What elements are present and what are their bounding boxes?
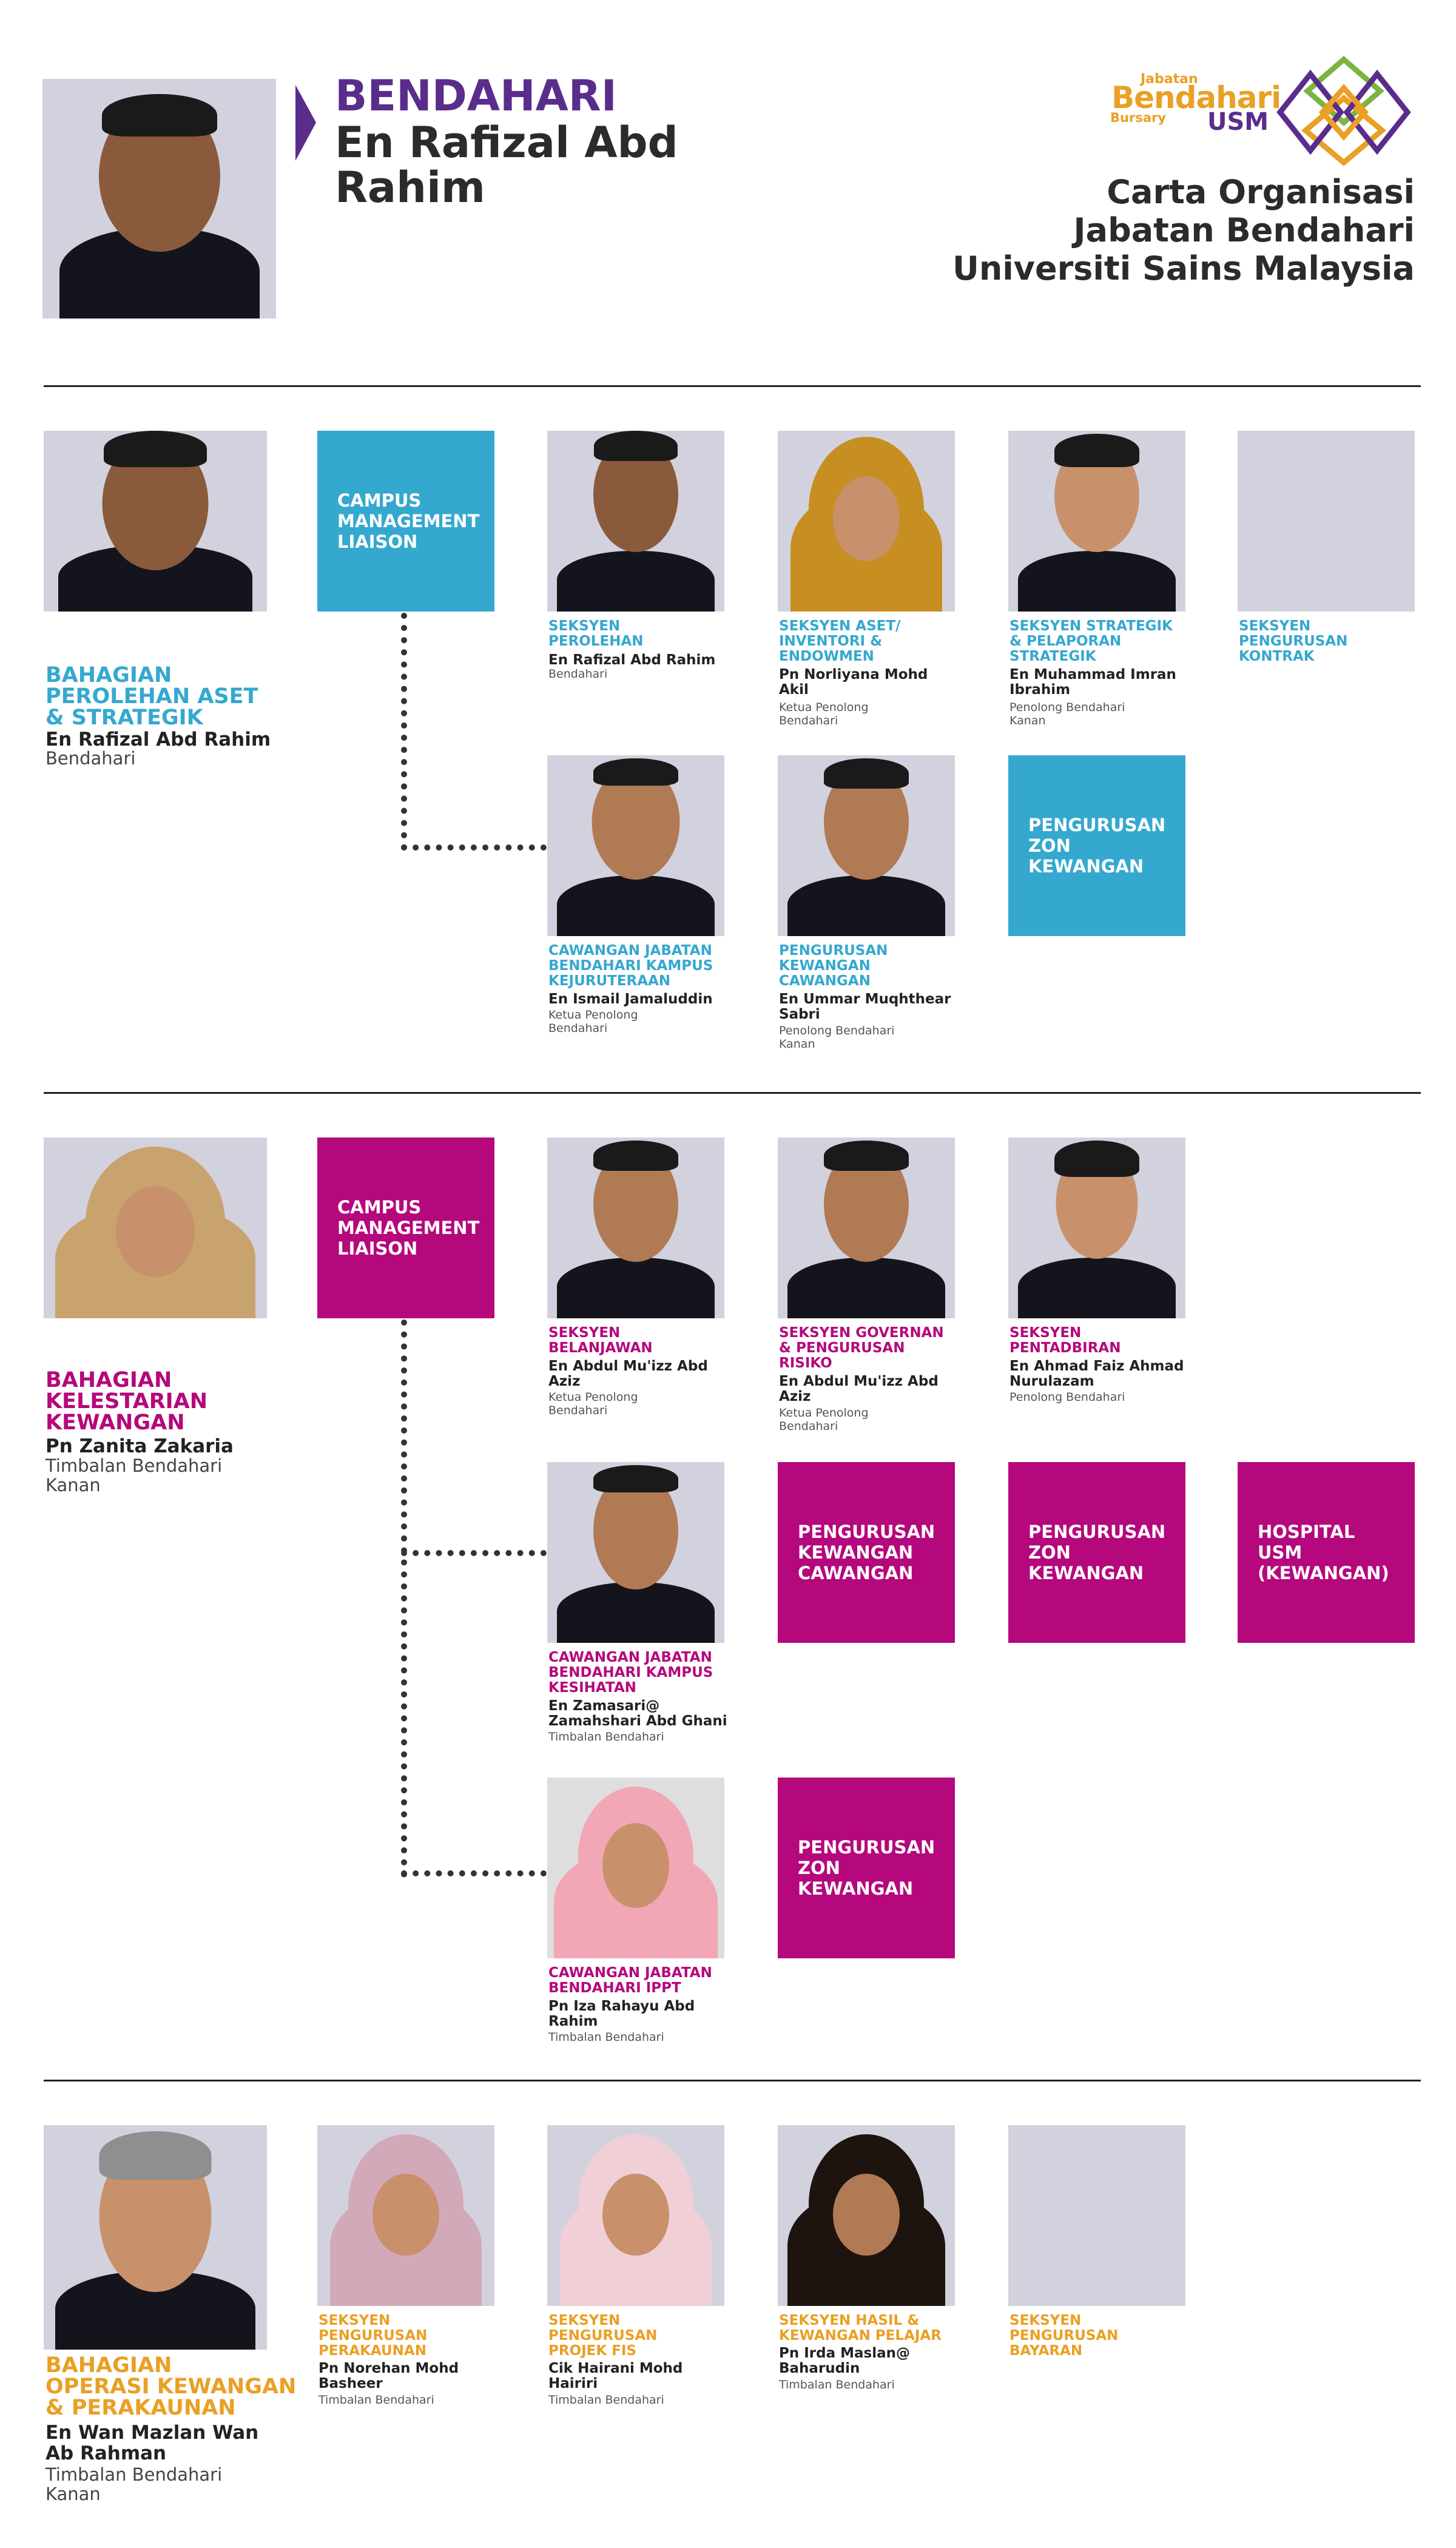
unit-seksyen-bayaran-title: SEKSYEN PENGURUSAN BAYARAN <box>1009 2313 1119 2359</box>
unit-seksyen-aset-name: Pn Norliyana Mohd Akil <box>779 667 928 698</box>
section1-title: BAHAGIAN PEROLEHAN ASET & STRATEGIK <box>46 663 258 730</box>
portrait-placeholder-bayaran <box>1008 2125 1185 2306</box>
unit-seksyen-belanjawan-role: Ketua Penolong Bendahari <box>548 1390 638 1417</box>
unit-seksyen-hasil-name: Pn Irda Maslan@ Baharudin <box>779 2345 911 2376</box>
unit-seksyen-aset-role: Ketua Penolong Bendahari <box>779 701 869 727</box>
logo-usm: USM <box>1207 108 1269 136</box>
divider-top <box>44 385 1421 387</box>
unit-pengurusan-kewangan-cawangan-role: Penolong Bendahari Kanan <box>779 1024 895 1051</box>
section2-box-zon-kewangan: PENGURUSAN ZON KEWANGAN <box>1008 1462 1185 1643</box>
divider-section1 <box>44 1092 1421 1094</box>
unit-seksyen-projek-fis-name: Cik Hairani Mohd Hairiri <box>548 2361 683 2391</box>
portrait-seksyen-governan <box>778 1138 955 1318</box>
unit-seksyen-belanjawan-title: SEKSYEN BELANJAWAN <box>548 1325 653 1356</box>
section1-head-name: En Rafizal Abd Rahim <box>46 729 271 750</box>
unit-seksyen-kontrak-title: SEKSYEN PENGURUSAN KONTRAK <box>1239 618 1348 664</box>
portrait-pengurusan-kewangan-cawangan <box>778 755 955 936</box>
portrait-head-operasi <box>44 2125 267 2350</box>
section2-connector-h1 <box>401 1550 547 1556</box>
portrait-seksyen-perakaunan <box>317 2125 494 2306</box>
unit-pengurusan-kewangan-cawangan-name: En Ummar Muqhthear Sabri <box>779 991 951 1022</box>
unit-seksyen-strategik-name: En Muhammad Imran Ibrahim <box>1009 667 1176 698</box>
unit-cawangan-ippt-role: Timbalan Bendahari <box>548 2031 664 2044</box>
logo-bendahari: Bendahari <box>1111 80 1281 115</box>
section1-liaison-box: CAMPUS MANAGEMENT LIAISON <box>317 431 494 612</box>
unit-seksyen-belanjawan-name: En Abdul Mu'izz Abd Aziz <box>548 1358 708 1389</box>
unit-seksyen-projek-fis-title: SEKSYEN PENGURUSAN PROJEK FIS <box>548 2313 658 2359</box>
section1-head-role: Bendahari <box>46 748 136 769</box>
portrait-seksyen-projek-fis <box>547 2125 724 2306</box>
section1-zon-box: PENGURUSAN ZON KEWANGAN <box>1008 755 1185 936</box>
section2-head-role: Timbalan Bendahari Kanan <box>46 1455 223 1495</box>
document-title: Carta Organisasi Jabatan Bendahari Unive… <box>952 173 1415 288</box>
bendahari-name: En Rafizal Abd Rahim <box>335 118 678 212</box>
portrait-seksyen-pentadbiran <box>1008 1138 1185 1318</box>
portrait-seksyen-hasil <box>778 2125 955 2306</box>
portrait-head-kelestarian <box>44 1138 267 1318</box>
unit-cawangan-kejuruteraan-role: Ketua Penolong Bendahari <box>548 1008 638 1035</box>
section2-connector-h2 <box>401 1870 547 1876</box>
unit-seksyen-pentadbiran-title: SEKSYEN PENTADBIRAN <box>1009 1325 1121 1356</box>
portrait-seksyen-perolehan <box>547 431 724 612</box>
unit-seksyen-strategik-title: SEKSYEN STRATEGIK & PELAPORAN STRATEGIK <box>1009 618 1173 664</box>
portrait-placeholder-kontrak <box>1238 431 1415 612</box>
unit-cawangan-kejuruteraan-name: En Ismail Jamaluddin <box>548 991 713 1007</box>
logo-diamond-icon <box>1276 56 1411 166</box>
section1-connector-v <box>401 613 407 851</box>
portrait-seksyen-belanjawan <box>547 1138 724 1318</box>
unit-pengurusan-kewangan-cawangan-title: PENGURUSAN KEWANGAN CAWANGAN <box>779 943 888 989</box>
unit-seksyen-pentadbiran-role: Penolong Bendahari <box>1009 1390 1125 1404</box>
unit-seksyen-governan-title: SEKSYEN GOVERNAN & PENGURUSAN RISIKO <box>779 1325 944 1371</box>
unit-seksyen-projek-fis-role: Timbalan Bendahari <box>548 2393 664 2407</box>
unit-seksyen-hasil-title: SEKSYEN HASIL & KEWANGAN PELAJAR <box>779 2313 942 2344</box>
section2-head-name: Pn Zanita Zakaria <box>46 1435 234 1457</box>
unit-seksyen-governan-name: En Abdul Mu'izz Abd Aziz <box>779 1373 939 1404</box>
portrait-seksyen-aset <box>778 431 955 612</box>
divider-section2 <box>44 2080 1421 2081</box>
section3-title: BAHAGIAN OPERASI KEWANGAN & PERAKAUNAN <box>46 2353 297 2420</box>
portrait-cawangan-kejuruteraan <box>547 755 724 936</box>
portrait-seksyen-strategik <box>1008 431 1185 612</box>
unit-cawangan-kesihatan-role: Timbalan Bendahari <box>548 1730 664 1744</box>
portrait-cawangan-kesihatan <box>547 1462 724 1643</box>
unit-cawangan-ippt-name: Pn Iza Rahayu Abd Rahim <box>548 1998 695 2029</box>
unit-seksyen-aset-title: SEKSYEN ASET/ INVENTORI & ENDOWMEN <box>779 618 901 664</box>
section2-box-kewangan-cawangan: PENGURUSAN KEWANGAN CAWANGAN <box>778 1462 955 1643</box>
unit-seksyen-perolehan-name: En Rafizal Abd Rahim <box>548 652 716 668</box>
logo-jabatan: Jabatan <box>1141 72 1198 87</box>
title-arrow-icon <box>295 85 316 161</box>
section2-box-zon-kewangan-ippt: PENGURUSAN ZON KEWANGAN <box>778 1778 955 1958</box>
section2-liaison-box: CAMPUS MANAGEMENT LIAISON <box>317 1138 494 1318</box>
unit-seksyen-pentadbiran-name: En Ahmad Faiz Ahmad Nurulazam <box>1009 1358 1184 1389</box>
unit-cawangan-kesihatan-title: CAWANGAN JABATAN BENDAHARI KAMPUS KESIHA… <box>548 1650 713 1696</box>
unit-cawangan-ippt-title: CAWANGAN JABATAN BENDAHARI IPPT <box>548 1965 712 1996</box>
unit-seksyen-perakaunan-role: Timbalan Bendahari <box>318 2393 434 2407</box>
unit-seksyen-perolehan-role: Bendahari <box>548 667 608 681</box>
unit-cawangan-kesihatan-name: En Zamasari@ Zamahshari Abd Ghani <box>548 1698 727 1729</box>
unit-seksyen-perolehan-title: SEKSYEN PEROLEHAN <box>548 618 644 649</box>
portrait-bendahari <box>42 79 276 318</box>
unit-seksyen-governan-role: Ketua Penolong Bendahari <box>779 1406 869 1433</box>
section1-connector-h <box>401 844 547 851</box>
unit-seksyen-strategik-role: Penolong Bendahari Kanan <box>1009 701 1125 727</box>
unit-cawangan-kejuruteraan-title: CAWANGAN JABATAN BENDAHARI KAMPUS KEJURU… <box>548 943 713 989</box>
section2-title: BAHAGIAN KELESTARIAN KEWANGAN <box>46 1368 208 1435</box>
section3-head-role: Timbalan Bendahari Kanan <box>46 2464 223 2504</box>
logo-bursary: Bursary <box>1110 110 1167 125</box>
bendahari-title: BENDAHARI <box>335 71 617 121</box>
unit-seksyen-perakaunan-title: SEKSYEN PENGURUSAN PERAKAUNAN <box>318 2313 428 2359</box>
portrait-cawangan-ippt <box>547 1778 724 1958</box>
section2-box-hospital-usm: HOSPITAL USM (KEWANGAN) <box>1238 1462 1415 1643</box>
unit-seksyen-hasil-role: Timbalan Bendahari <box>779 2378 895 2391</box>
portrait-head-perolehan <box>44 431 267 612</box>
section2-connector-v <box>401 1320 407 1878</box>
unit-seksyen-perakaunan-name: Pn Norehan Mohd Basheer <box>318 2361 459 2391</box>
section3-head-name: En Wan Mazlan Wan Ab Rahman <box>46 2422 259 2464</box>
